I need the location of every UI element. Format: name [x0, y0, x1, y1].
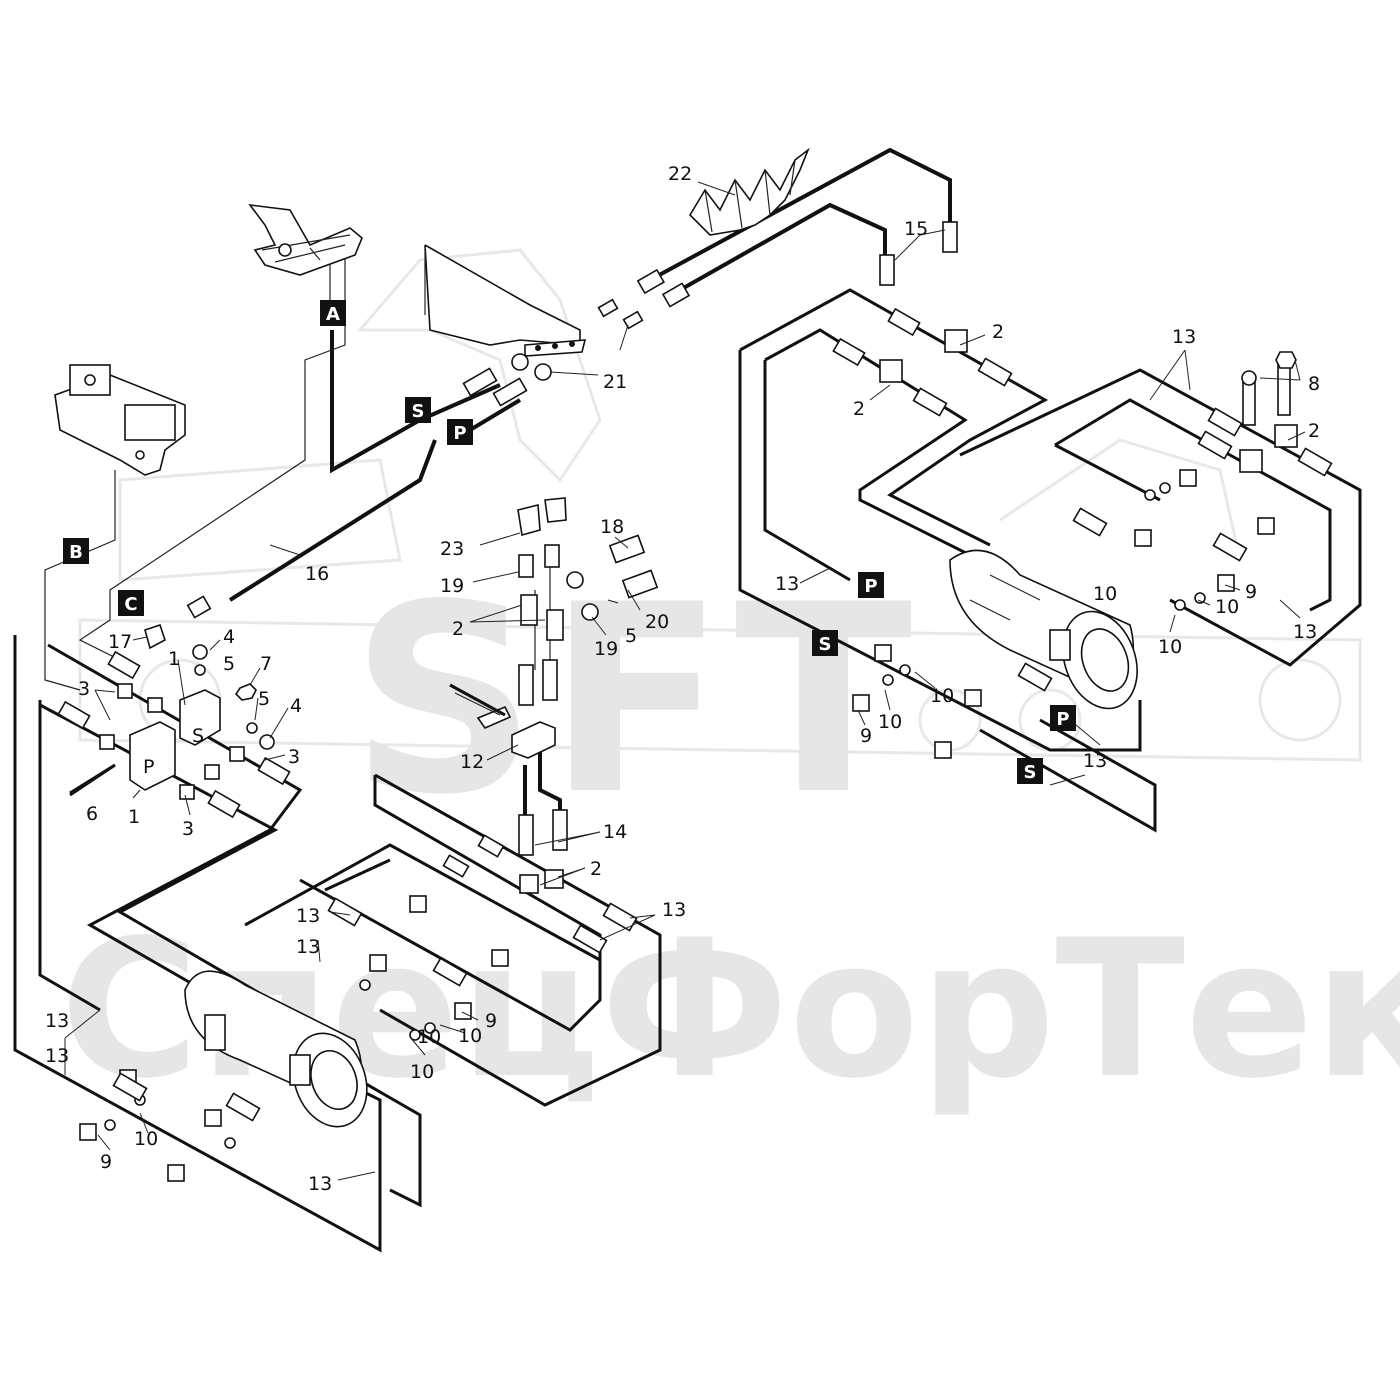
- svg-text:C: C: [124, 594, 137, 615]
- callout: 10: [878, 711, 902, 733]
- callout: 10: [410, 1061, 434, 1083]
- callout: 3: [288, 746, 300, 768]
- callout: 13: [45, 1010, 69, 1032]
- svg-text:P: P: [453, 423, 466, 444]
- callout: 10: [930, 685, 954, 707]
- callout: 9: [860, 725, 872, 747]
- callout: 12: [460, 751, 484, 773]
- tag-p-2: P: [858, 572, 884, 598]
- svg-text:B: B: [69, 542, 83, 563]
- callout: 22: [668, 163, 692, 185]
- svg-text:S: S: [412, 401, 425, 422]
- callout: 18: [600, 516, 624, 538]
- callout: 9: [100, 1151, 112, 1173]
- callout: 5: [258, 688, 270, 710]
- callout: 2: [1308, 420, 1320, 442]
- callout: 17: [108, 631, 132, 653]
- tag-c: C: [118, 590, 144, 616]
- callout: 19: [594, 638, 618, 660]
- callout: 10: [417, 1026, 441, 1048]
- callout: 13: [1083, 750, 1107, 772]
- callout: 20: [645, 611, 669, 633]
- svg-text:P: P: [864, 576, 877, 597]
- callout: 9: [1245, 581, 1257, 603]
- valve-block-s-label: S: [192, 725, 204, 747]
- hose-lines: [13, 147, 1362, 1253]
- callout: 6: [86, 803, 98, 825]
- travel-motor-left: [184, 970, 368, 1128]
- callout: 2: [452, 618, 464, 640]
- callout: 13: [296, 936, 320, 958]
- tag-p-1: P: [447, 419, 473, 445]
- tag-b: B: [63, 538, 89, 564]
- connection-tags: A B C S P P S P S: [63, 300, 1076, 784]
- callout: 5: [625, 625, 637, 647]
- callout-numbers: 22 15 2 13 8 2 2 21 18 23 19 16 20 2 5 1…: [45, 163, 1320, 1195]
- callout: 10: [458, 1025, 482, 1047]
- svg-text:S: S: [819, 634, 832, 655]
- callout: 7: [260, 653, 272, 675]
- travel-motor-right: [949, 549, 1138, 710]
- leader-lines: [64, 181, 1306, 1181]
- callout: 13: [775, 573, 799, 595]
- callout: 23: [440, 538, 464, 560]
- callout: 2: [992, 321, 1004, 343]
- callout: 14: [603, 821, 627, 843]
- pedal-assembly: [248, 203, 363, 276]
- callout: 10: [1215, 596, 1239, 618]
- tag-s-1: S: [405, 397, 431, 423]
- tag-s-3: S: [1017, 758, 1043, 784]
- callout: 1: [128, 806, 140, 828]
- callout: 5: [223, 653, 235, 675]
- svg-text:P: P: [1056, 709, 1069, 730]
- callout: 2: [853, 398, 865, 420]
- callout: 10: [1158, 636, 1182, 658]
- watermark-logo: SFT: [350, 550, 922, 852]
- callout: 4: [290, 695, 302, 717]
- spiral-wrap: [688, 147, 810, 236]
- svg-text:S: S: [1024, 762, 1037, 783]
- callout: 13: [45, 1045, 69, 1067]
- callout: 10: [134, 1128, 158, 1150]
- bolts-washers: [69, 469, 1275, 1182]
- valve-bracket-assembly: [54, 364, 186, 476]
- tag-s-2: S: [812, 630, 838, 656]
- watermark: SFT СпецФорТек: [60, 248, 1400, 1120]
- callout: 8: [1308, 373, 1320, 395]
- mounting-plate: [424, 244, 587, 357]
- callout: 13: [662, 899, 686, 921]
- callout: 2: [590, 858, 602, 880]
- callout: 16: [305, 563, 329, 585]
- valve-block-p-label: P: [143, 756, 154, 778]
- callout: 3: [182, 818, 194, 840]
- callout: 9: [485, 1010, 497, 1032]
- tag-a: A: [320, 300, 346, 326]
- callout: 13: [296, 905, 320, 927]
- callout: 1: [168, 648, 180, 670]
- callout: 4: [223, 626, 235, 648]
- callout: 19: [440, 575, 464, 597]
- callout: 13: [1293, 621, 1317, 643]
- callout: 13: [1172, 326, 1196, 348]
- callout: 15: [904, 218, 928, 240]
- svg-text:A: A: [326, 304, 340, 325]
- callout: 3: [78, 678, 90, 700]
- callout: 10: [1093, 583, 1117, 605]
- callout: 13: [308, 1173, 332, 1195]
- tag-p-3: P: [1050, 705, 1076, 731]
- callout: 21: [603, 371, 627, 393]
